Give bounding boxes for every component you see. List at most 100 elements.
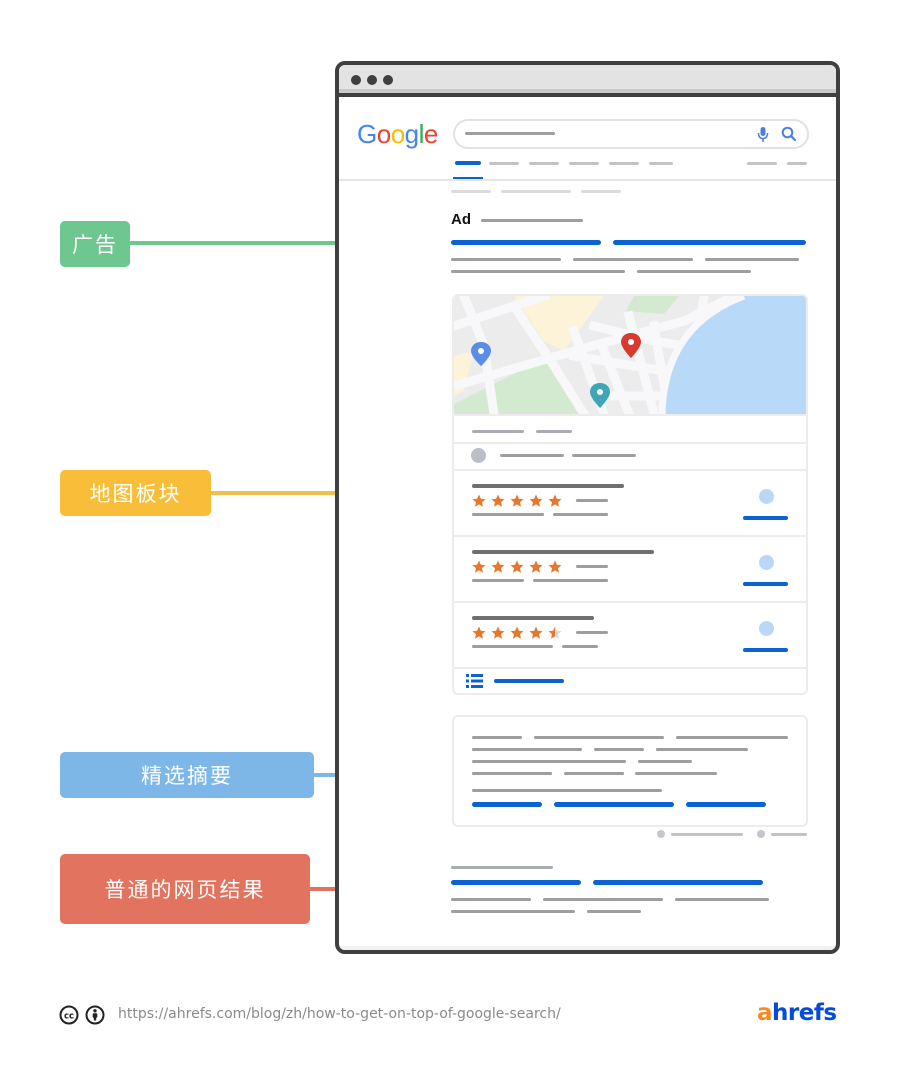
organic-description [451, 898, 531, 901]
website-icon[interactable] [759, 555, 774, 570]
website-icon[interactable] [759, 489, 774, 504]
map-header-text [472, 430, 524, 433]
organic-title-link[interactable] [451, 880, 581, 885]
star-icon [510, 494, 524, 507]
about-snippet-link[interactable] [671, 833, 743, 836]
star-icon [472, 494, 486, 507]
logo-letter: l [418, 119, 425, 149]
snippet-link[interactable] [554, 802, 674, 807]
logo-letter: g [404, 119, 419, 149]
snippet-link[interactable] [686, 802, 766, 807]
label-organic-results: 普通的网页结果 [60, 854, 310, 924]
star-icon [529, 626, 543, 639]
organic-description [587, 910, 641, 913]
map-listing[interactable] [454, 471, 806, 537]
review-count [576, 565, 608, 568]
feedback-icon[interactable] [757, 830, 765, 838]
listing-detail [533, 579, 608, 582]
directions-link[interactable] [743, 648, 788, 652]
map-filter-text [500, 454, 564, 457]
star-icon [472, 560, 486, 573]
google-logo: Google [357, 119, 438, 150]
map-pack-card [452, 294, 808, 695]
tab[interactable] [569, 162, 599, 165]
star-rating [472, 560, 562, 573]
ad-badge: Ad [451, 211, 471, 228]
result-stats [581, 190, 621, 193]
tools-tab[interactable] [747, 162, 777, 165]
browser-titlebar [339, 65, 836, 97]
map-header-text [536, 430, 572, 433]
settings-tab[interactable] [787, 162, 807, 165]
cc-icon: cc [59, 1005, 79, 1025]
list-icon[interactable] [466, 674, 484, 688]
mic-icon[interactable] [757, 126, 769, 144]
logo-letter: o [376, 119, 391, 149]
star-icon [510, 560, 524, 573]
red-pin-icon [621, 333, 641, 358]
feedback-icon[interactable] [657, 830, 665, 838]
search-icon[interactable] [781, 126, 797, 142]
tab-all[interactable] [455, 161, 481, 165]
result-stats [451, 190, 491, 193]
listing-detail [553, 513, 608, 516]
star-icon [510, 626, 524, 639]
directions-link[interactable] [743, 582, 788, 586]
tab[interactable] [649, 162, 673, 165]
star-icon [529, 560, 543, 573]
snippet-url [472, 789, 662, 792]
ad-description [451, 270, 625, 273]
listing-title [472, 484, 624, 488]
result-stats [501, 190, 571, 193]
more-places-link[interactable] [494, 679, 564, 683]
ad-url [481, 219, 583, 222]
listing-detail [472, 579, 524, 582]
organic-title-link[interactable] [593, 880, 763, 885]
snippet-link[interactable] [472, 802, 542, 807]
directions-link[interactable] [743, 516, 788, 520]
window-dot [351, 75, 361, 85]
logo-letter: o [390, 119, 405, 149]
ad-description [451, 258, 561, 261]
tab[interactable] [609, 162, 639, 165]
ad-title-link[interactable] [613, 240, 806, 245]
review-count [576, 499, 608, 502]
star-icon [472, 626, 486, 639]
listing-detail [472, 645, 553, 648]
location-avatar [471, 448, 486, 463]
ahrefs-logo: ahrefs [757, 1000, 837, 1026]
star-rating [472, 494, 562, 507]
ad-description [573, 258, 693, 261]
ad-title-link[interactable] [451, 240, 601, 245]
website-icon[interactable] [759, 621, 774, 636]
logo-letter: G [357, 119, 377, 149]
listing-title [472, 550, 654, 554]
teal-pin-icon [590, 383, 610, 408]
ad-description [637, 270, 751, 273]
listing-detail [472, 513, 544, 516]
attribution-icon [85, 1005, 105, 1025]
window-dot [367, 75, 377, 85]
star-icon [491, 494, 505, 507]
listing-detail [562, 645, 598, 648]
review-count [576, 631, 608, 634]
label-ads: 广告 [60, 221, 130, 267]
organic-description [543, 898, 663, 901]
organic-url [451, 866, 553, 869]
svg-text:cc: cc [64, 1012, 74, 1022]
tab[interactable] [489, 162, 519, 165]
organic-description [451, 910, 575, 913]
map-listing[interactable] [454, 537, 806, 603]
star-icon [548, 560, 562, 573]
header-divider [339, 179, 836, 181]
map-listing[interactable] [454, 603, 806, 669]
tab[interactable] [529, 162, 559, 165]
star-icon [548, 494, 562, 507]
feedback-link[interactable] [771, 833, 807, 836]
browser-window: Google Ad [335, 61, 840, 954]
label-featured-snippet: 精选摘要 [60, 752, 314, 798]
map-image[interactable] [454, 296, 806, 414]
source-url[interactable]: https://ahrefs.com/blog/zh/how-to-get-on… [118, 1006, 561, 1022]
search-input[interactable] [453, 119, 809, 149]
star-icon [491, 626, 505, 639]
